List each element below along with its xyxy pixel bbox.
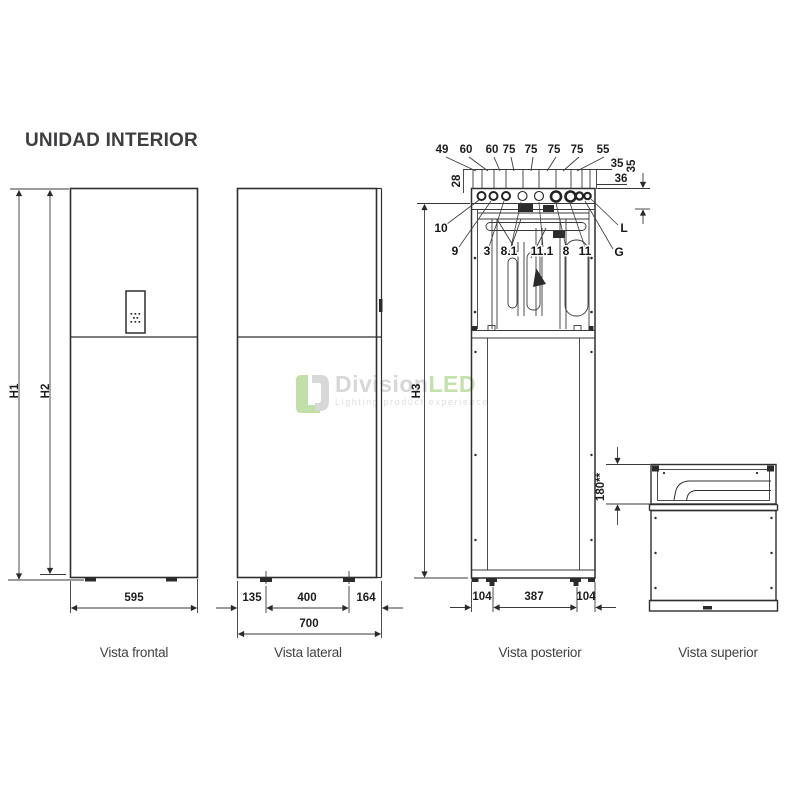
connection-leader-lines (446, 198, 619, 250)
rear-cabinet-outline (470, 187, 596, 579)
watermark-brand-green: LED (428, 371, 476, 397)
label-11: 11 (579, 244, 592, 258)
divisionled-logo-icon (296, 375, 329, 413)
expansion-vessel (564, 239, 589, 317)
top-view: 180** Vista superior (595, 447, 779, 660)
side-cabinet-outline (236, 187, 378, 579)
front-cabinet-outline (69, 187, 199, 579)
dim-164: 164 (356, 592, 376, 604)
dim-180: 180** (595, 472, 607, 501)
front-control-panel (125, 290, 146, 334)
front-foot-left (85, 577, 96, 582)
label-L: L (620, 221, 627, 235)
rear-internals (473, 204, 593, 329)
top-front-lip (648, 599, 779, 612)
watermark-tagline: Lighting product experience (335, 397, 489, 407)
rear-feet (471, 578, 595, 586)
dim-104-left: 104 (472, 591, 492, 603)
control-panel-buttons-icon (130, 313, 141, 323)
label-11-1: 11.1 (531, 244, 554, 258)
dim-28: 28 (451, 174, 463, 187)
dim-h2: H2 (40, 384, 52, 399)
dim-49: 49 (436, 144, 449, 156)
dim-35-offset: 35 (611, 158, 624, 170)
front-view: H1 H2 595 Vista frontal (8, 187, 199, 660)
caption-vista-posterior: Vista posterior (498, 645, 582, 660)
dim-75d: 75 (571, 144, 584, 156)
dim-36-offset: 36 (615, 173, 628, 185)
label-8-1: 8.1 (501, 244, 518, 258)
rear-bottom-dimensions (450, 582, 616, 612)
rear-top-dimension-block (445, 156, 650, 224)
side-foot-front (260, 577, 272, 582)
dim-104-right: 104 (576, 591, 596, 603)
connection-labels: 10 9 3 8.1 11.1 8 11 L G (433, 220, 629, 261)
dim-55: 55 (597, 144, 610, 156)
dim-400: 400 (297, 592, 316, 604)
dim-60a: 60 (460, 144, 473, 156)
dim-387: 387 (524, 591, 543, 603)
front-foot-right (166, 577, 177, 582)
pipe-bend-inner (686, 490, 771, 501)
rear-height-dimension (414, 203, 470, 579)
dim-595: 595 (124, 592, 144, 604)
side-foot-back (343, 577, 355, 582)
dim-75a: 75 (503, 144, 516, 156)
side-hinge-mark (379, 299, 383, 312)
dim-h1: H1 (9, 383, 21, 398)
top-body-outline (650, 509, 777, 602)
label-10: 10 (434, 221, 448, 235)
front-height-dimensions (8, 188, 84, 581)
rear-top-spacing-labels: 49 60 60 75 75 75 75 55 35 36 28 35 (436, 144, 638, 187)
side-view: 135 400 164 700 Vista lateral (216, 187, 403, 660)
label-9: 9 (452, 244, 459, 258)
rear-view: 49 60 60 75 75 75 75 55 35 36 28 35 (411, 144, 650, 660)
dim-75b: 75 (525, 144, 538, 156)
front-width-dimension (70, 579, 198, 613)
label-3: 3 (484, 244, 491, 258)
dim-75c: 75 (548, 144, 561, 156)
dim-700: 700 (299, 618, 318, 630)
pipe-connections (476, 190, 592, 203)
pipe-bend-outer (673, 480, 771, 501)
label-G: G (614, 245, 623, 259)
side-depth-dimensions (216, 581, 403, 638)
dim-35-panel-height: 35 (626, 159, 638, 172)
top-body-screws (654, 516, 773, 590)
page-title: UNIDAD INTERIOR (25, 130, 198, 151)
top-pipe-compartment (650, 463, 777, 505)
caption-vista-superior: Vista superior (678, 645, 758, 660)
dim-60b: 60 (486, 144, 499, 156)
top-depth-dimension (606, 447, 650, 525)
caption-vista-lateral: Vista lateral (274, 645, 342, 660)
label-8: 8 (563, 244, 570, 258)
dim-135: 135 (242, 592, 262, 604)
caption-vista-frontal: Vista frontal (100, 645, 169, 660)
dim-h3: H3 (411, 384, 423, 399)
rear-lower-panel (471, 325, 595, 571)
